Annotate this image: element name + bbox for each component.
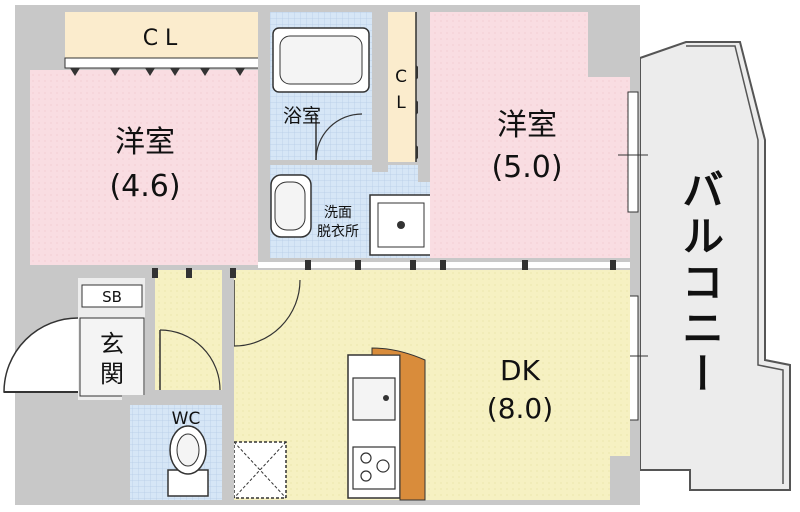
washroom-label-1: 洗面 [324,205,352,221]
washroom-label-2: 脱衣所 [317,224,359,240]
closet-top-label: C L [143,26,178,51]
dining-kitchen [233,270,630,500]
shoe-box [81,284,143,308]
dk-size: (8.0) [487,392,553,425]
western-right-size: (5.0) [491,150,562,185]
closet-top [65,12,260,62]
entrance-label-2: 関 [100,360,124,388]
bath-label: 浴室 [283,105,321,127]
entrance-door [3,317,79,393]
balcony-area [639,41,791,491]
closet-side-label-1: C [395,67,407,87]
shoe-box-label: SB [102,288,122,306]
closet-side [388,12,416,162]
western-left-size: (4.6) [109,169,180,204]
stove [352,446,396,490]
western-room-left [30,70,258,265]
entrance-label-1: 玄 [100,330,124,358]
balcony-label: バルコニー [676,168,725,398]
western-right-name: 洋室 [497,108,557,143]
dk-name: DK [500,354,541,387]
wc-label: WC [172,409,201,429]
western-left-name: 洋室 [115,125,175,160]
closet-side-label-2: L [396,93,406,113]
